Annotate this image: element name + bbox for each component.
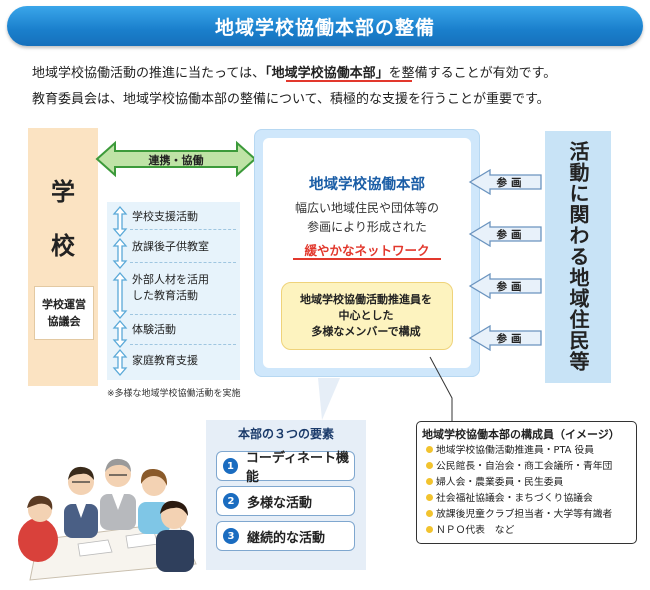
activity-divider: [130, 314, 236, 315]
updown-arrow-icon: [112, 206, 128, 237]
activity-item: 放課後子供教室: [132, 240, 209, 253]
promoter-line-3: 多様なメンバーで構成: [311, 325, 421, 338]
activity-divider: [130, 344, 236, 345]
residents-column: [545, 131, 611, 383]
number-badge: 2: [223, 493, 239, 509]
participation-label: 参画: [496, 229, 526, 241]
activities-panel: [107, 202, 240, 380]
residents-label: 活動に関わる地域住民等: [566, 141, 590, 372]
updown-arrow-icon: [112, 238, 128, 269]
activity-item-line-2: した教育活動: [132, 289, 198, 302]
member-item: 社会福祉協議会・まちづくり協議会: [426, 490, 593, 504]
activity-divider: [130, 262, 236, 263]
intro-line-1: 地域学校協働活動の推進に当たっては、「地域学校協働本部」を整備することが有効です…: [32, 62, 556, 81]
number-badge: 1: [223, 458, 238, 474]
left-arrow-icon: [468, 272, 542, 300]
activity-item: 体験活動: [132, 323, 176, 336]
left-arrow-icon: [468, 324, 542, 352]
element-label: コーディネート機能: [245, 451, 349, 485]
promoter-line-2: 中心とした: [338, 309, 394, 322]
left-arrow-icon: [468, 220, 542, 248]
network-underline: [293, 258, 441, 260]
participation-arrows: [468, 168, 542, 352]
element-coordinate: 1 コーディネート機能: [216, 451, 355, 485]
element-label: 多様な活動: [247, 495, 313, 511]
link-label: 連携・協働: [148, 154, 204, 167]
member-item: 公民館長・自治会・商工会議所・青年団: [426, 458, 612, 472]
intro-line-1-a: 地域学校協働活動の推進に当たっては、: [32, 66, 266, 81]
elements-pointer: [318, 378, 340, 420]
element-diverse-activities: 2 多様な活動: [216, 486, 355, 516]
intro-line-1-highlight: 「地域学校協働本部」: [265, 66, 389, 81]
activity-item: 学校支援活動: [132, 210, 198, 223]
network-label: 緩やかなネットワーク: [304, 243, 430, 258]
promoter-box: [281, 282, 453, 350]
council-line-1: 学校運営: [42, 298, 86, 311]
center-title: 地域学校協働本部: [309, 177, 425, 193]
participation-label: 参画: [496, 177, 526, 189]
left-arrow-icon: [468, 168, 542, 196]
promoter-line-1: 地域学校協働活動推進員を: [300, 293, 432, 306]
center-desc-2: 参画により形成された: [307, 220, 427, 234]
updown-arrow-icon: [112, 320, 128, 348]
activity-item: 家庭教育支援: [132, 354, 198, 367]
element-label: 継続的な活動: [247, 530, 326, 546]
page-title: 地域学校協働本部の整備: [214, 16, 435, 39]
school-council-box: 学校運営 協議会: [34, 286, 94, 340]
member-item: 地域学校協働活動推進員・PTA 役員: [426, 442, 594, 456]
activity-item: 外部人材を活用: [132, 273, 209, 286]
number-badge: 3: [223, 528, 239, 544]
member-item: 放課後児童クラブ担当者・大学等有識者: [426, 506, 612, 520]
member-item: 婦人会・農業委員・民生委員: [426, 474, 563, 488]
council-line-2: 協議会: [47, 315, 81, 328]
member-item: ＮＰＯ代表 など: [426, 522, 514, 536]
activities-note: ※多様な地域学校協働活動を実施: [107, 389, 241, 399]
school-char-1: 学: [51, 178, 75, 206]
participation-label: 参画: [496, 281, 526, 293]
updown-arrow-icon: [112, 272, 128, 319]
activity-divider: [130, 229, 236, 230]
participation-label: 参画: [496, 333, 526, 345]
members-pointer: [429, 356, 453, 421]
members-title: 地域学校協働本部の構成員（イメージ）: [422, 428, 620, 441]
element-continuous-activities: 3 継続的な活動: [216, 521, 355, 551]
intro-line-1-c: を整備することが有効です。: [388, 66, 557, 81]
updown-arrow-icon: [112, 349, 128, 376]
intro-highlight-underline: [286, 80, 412, 82]
center-desc-1: 幅広い地域住民や団体等の: [294, 201, 439, 215]
activities-arrows: [112, 206, 128, 376]
school-char-2: 校: [51, 232, 75, 260]
meeting-illustration: [18, 458, 197, 581]
elements-title: 本部の３つの要素: [237, 427, 334, 441]
title-bar: 地域学校協働本部の整備: [7, 6, 643, 46]
intro-line-2: 教育委員会は、地域学校協働本部の整備について、積極的な支援を行うことが重要です。: [32, 92, 550, 107]
school-column: 学 校 学校運営 協議会: [28, 128, 98, 386]
